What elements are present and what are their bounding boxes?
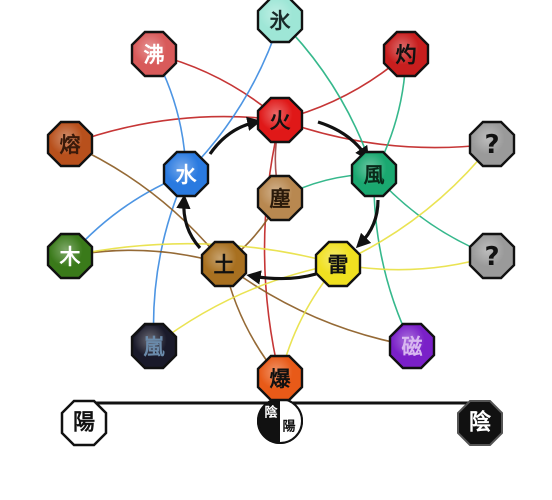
arrow-water-to-fire: [208, 116, 262, 155]
link-earth-magnet: [223, 263, 413, 347]
node-storm-label: 嵐: [144, 335, 166, 359]
node-water-shine: [166, 154, 206, 194]
node-unknown1: ?: [468, 120, 516, 168]
yinyang-label-bottom: 陽: [282, 419, 295, 435]
yin-node: 陰: [457, 400, 503, 446]
link-lightning-wood: [69, 242, 339, 265]
yang-label: 陽: [73, 411, 95, 436]
node-magnet-shine: [392, 326, 432, 366]
node-water-label: 水: [176, 163, 198, 187]
link-fire-lava: [69, 115, 281, 145]
node-storm-shine: [134, 326, 174, 366]
link-lightning-storm: [153, 263, 339, 347]
node-magnet: 磁: [388, 322, 436, 370]
node-water: 水: [162, 150, 210, 198]
node-scorch: 灼: [382, 30, 430, 78]
node-explosion-shine: [260, 358, 300, 398]
node-earth: 土: [200, 240, 248, 288]
node-wind-label: 風: [364, 163, 385, 187]
node-wood-label: 木: [59, 245, 82, 269]
link-water-ice: [185, 19, 281, 175]
node-earth-shine: [204, 244, 244, 284]
node-dust-label: 塵: [270, 187, 291, 211]
node-lava: 熔: [46, 120, 94, 168]
link-fire-unknown1: [279, 119, 493, 149]
element-nodes: 氷沸 灼火熔? 水 風塵木 土 雷? 嵐 磁爆: [46, 0, 516, 402]
node-explosion: 爆: [256, 354, 304, 402]
node-ice-shine: [260, 0, 300, 40]
node-wood: 木: [46, 232, 94, 280]
node-wind-shine: [354, 154, 394, 194]
node-lava-label: 熔: [60, 133, 82, 157]
node-lava-shine: [50, 124, 90, 164]
generation-cycle-arrows: [176, 116, 380, 285]
node-boil-shine: [134, 34, 174, 74]
node-scorch-shine: [386, 34, 426, 74]
node-boil: 沸: [130, 30, 178, 78]
node-scorch-label: 灼: [396, 43, 417, 67]
link-water-storm: [152, 173, 187, 347]
node-dust-shine: [260, 178, 300, 218]
node-dust: 塵: [256, 174, 304, 222]
node-wood-shine: [50, 236, 90, 276]
node-lightning: 雷: [314, 240, 362, 288]
node-fire: 火: [256, 96, 304, 144]
node-unknown2-label: ?: [484, 242, 499, 272]
yin-label: 陰: [469, 410, 492, 436]
node-unknown2: ?: [468, 232, 516, 280]
link-wind-magnet: [373, 173, 413, 347]
node-unknown1-label: ?: [484, 130, 499, 160]
node-storm: 嵐: [130, 322, 178, 370]
arrow-wind-to-lightning: [355, 199, 380, 249]
node-lightning-label: 雷: [328, 253, 349, 277]
arrow-lightning-to-earth: [246, 270, 317, 285]
node-earth-label: 土: [214, 253, 235, 277]
node-wind: 風: [350, 150, 398, 198]
link-wind-ice: [279, 19, 375, 175]
yinyang-label-top: 陰: [264, 405, 278, 421]
node-fire-shine: [260, 100, 300, 140]
arrow-earth-to-water: [176, 194, 202, 250]
node-ice-label: 氷: [270, 9, 292, 33]
node-explosion-label: 爆: [270, 367, 292, 391]
node-ice: 氷: [256, 0, 304, 44]
node-unknown1-shine: [472, 124, 512, 164]
node-lightning-shine: [318, 244, 358, 284]
yang-node: 陽: [60, 399, 108, 447]
node-fire-label: 火: [270, 109, 291, 133]
node-magnet-label: 磁: [402, 335, 423, 359]
node-unknown2-shine: [472, 236, 512, 276]
yin-yang-scale: 陽 陰 陽 陰: [60, 398, 503, 447]
arrow-fire-to-wind: [317, 120, 370, 161]
yin-yang-node: 陰 陽: [257, 398, 303, 444]
node-boil-label: 沸: [144, 43, 165, 67]
